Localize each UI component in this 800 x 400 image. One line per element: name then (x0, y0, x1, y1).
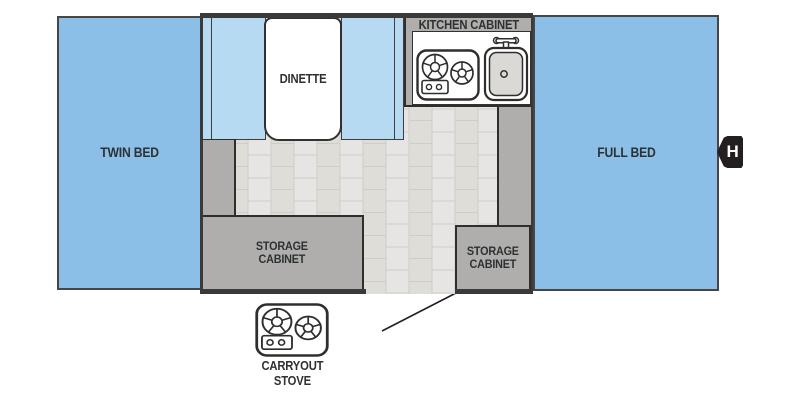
storage-cabinet-left-label: STORAGE CABINET (256, 239, 308, 266)
storage-cabinet-right-label: STORAGE CABINET (467, 244, 519, 271)
full-bed-label: FULL BED (596, 145, 656, 161)
carryout-stove-icon (255, 303, 329, 357)
dinette-bench-right-back (394, 17, 404, 140)
carryout-stove-label-wrap: CARRYOUT STOVE (252, 359, 332, 388)
dinette-table: DINETTE (264, 17, 342, 141)
kitchen-cabinet-label: KITCHEN CABINET (418, 18, 519, 32)
side-cabinet-left (202, 139, 236, 215)
dinette-bench-right (341, 17, 395, 140)
wall-top (200, 13, 533, 18)
dinette-label: DINETTE (279, 72, 327, 86)
twin-bed-area: TWIN BED (57, 16, 202, 290)
dinette-bench-left (211, 17, 266, 140)
main-body: DINETTE KITCHEN CABINET (200, 13, 533, 294)
wall-right (530, 13, 533, 294)
h-marker: H (717, 136, 743, 168)
storage-cabinet-left: STORAGE CABINET (200, 215, 364, 291)
full-bed-area: FULL BED (533, 15, 719, 291)
twin-bed-label: TWIN BED (100, 145, 159, 161)
carryout-stove-label: CARRYOUT STOVE (261, 359, 323, 388)
storage-cabinet-right: STORAGE CABINET (455, 225, 531, 291)
kitchen-counter (412, 31, 531, 105)
kitchen-cabinet-area: KITCHEN CABINET (404, 17, 531, 107)
stove-icon (416, 49, 480, 101)
wall-bottom-right (455, 289, 533, 294)
kitchen-cabinet-label-band: KITCHEN CABINET (406, 18, 531, 32)
h-marker-label: H (726, 142, 739, 162)
side-cabinet-right (497, 107, 531, 226)
wall-bottom-left (200, 289, 366, 294)
sink-icon (483, 36, 529, 102)
wall-left (200, 13, 203, 294)
